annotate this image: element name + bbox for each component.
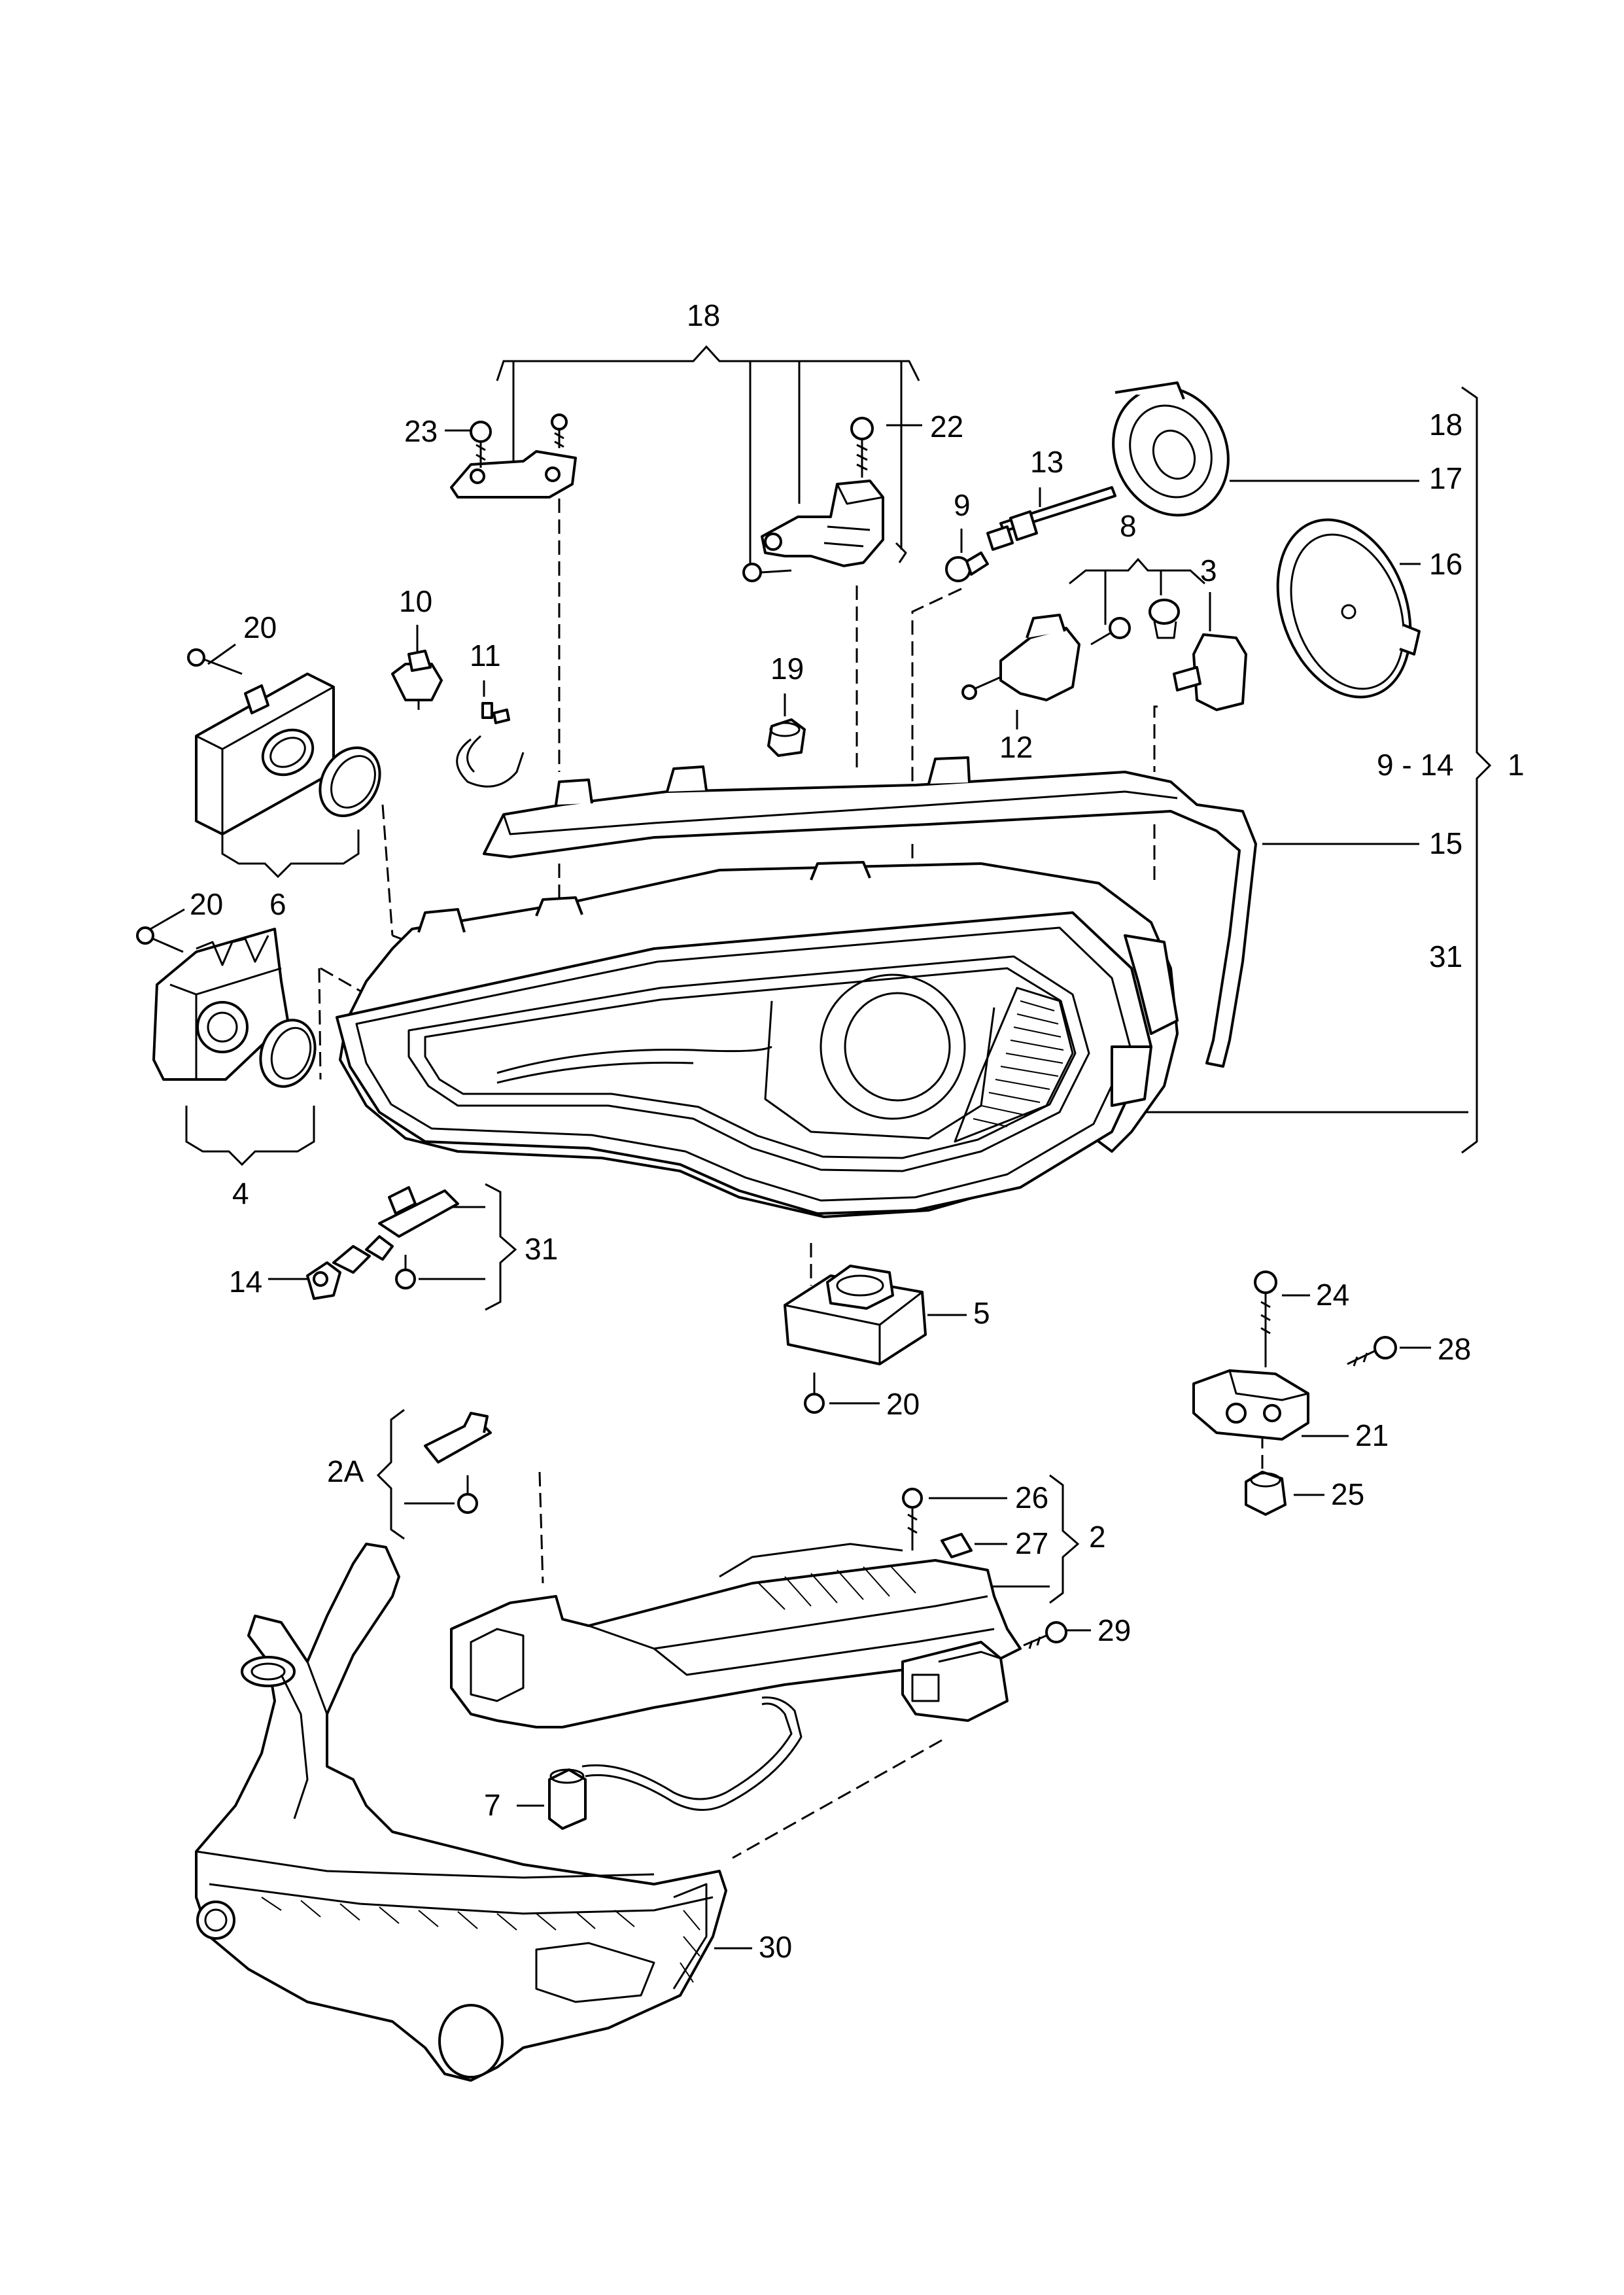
callout-range-9-14: 9 - 14 (1377, 748, 1454, 782)
screw-22 (850, 417, 874, 478)
mounting-bracket-2 (450, 1543, 1022, 1728)
screw-23-a (470, 421, 492, 468)
callout-13: 13 (1030, 445, 1063, 479)
nut-25 (1245, 1471, 1287, 1516)
grommet-8-b (1149, 599, 1180, 639)
callout-8: 8 (1120, 509, 1137, 543)
screw-20-a (187, 648, 243, 675)
bracket-23 (450, 413, 577, 499)
seal-4 (259, 1019, 317, 1088)
callout-16: 16 (1429, 547, 1462, 581)
callout-9: 9 (954, 488, 971, 522)
callout-7: 7 (484, 1788, 501, 1822)
screw-31 (395, 1255, 416, 1289)
callout-20-c: 20 (886, 1387, 920, 1421)
callout-19: 19 (770, 652, 804, 686)
bracket-21 (1192, 1270, 1397, 1516)
callout-18-right: 18 (1429, 408, 1462, 442)
adapter-2A (424, 1412, 492, 1514)
headlight-housing (336, 861, 1179, 1218)
callout-26: 26 (1015, 1480, 1048, 1515)
carrier-30 (195, 1543, 727, 2082)
callout-2A: 2A (327, 1454, 364, 1488)
callout-31-right: 31 (1429, 939, 1462, 973)
screw-24 (1254, 1270, 1277, 1367)
callout-23: 23 (404, 414, 438, 448)
bulb-10 (391, 650, 443, 710)
igniter-3 (1173, 633, 1247, 711)
callout-30: 30 (759, 1930, 792, 1964)
callout-14: 14 (229, 1265, 262, 1299)
callout-12: 12 (999, 730, 1033, 764)
callout-28: 28 (1438, 1332, 1471, 1366)
bracket-22 (742, 417, 907, 582)
gasket-strip-15 (483, 756, 1257, 1068)
callout-31-left: 31 (525, 1232, 558, 1266)
screw-23-b (551, 413, 568, 448)
adjuster-14 (306, 1186, 459, 1300)
callout-29: 29 (1097, 1613, 1131, 1647)
callout-27: 27 (1015, 1526, 1048, 1560)
sensor-7 (548, 1696, 803, 1830)
callout-10: 10 (399, 584, 432, 618)
screw-20-b (136, 926, 184, 953)
clip-11 (456, 702, 525, 788)
leader-lines (150, 345, 1492, 1950)
seal-6 (319, 746, 381, 818)
callout-2: 2 (1089, 1520, 1106, 1554)
screw-2A (457, 1475, 478, 1514)
screw-20-c (804, 1373, 825, 1414)
callout-6: 6 (269, 887, 286, 921)
bulb-9 (945, 552, 989, 582)
cap-17 (1112, 381, 1230, 517)
callout-11: 11 (470, 639, 501, 673)
callout-20-b: 20 (190, 887, 223, 921)
screw-8-a (1090, 617, 1131, 646)
callout-4: 4 (232, 1176, 249, 1210)
callout-20-a: 20 (243, 610, 277, 644)
clip-27 (941, 1533, 973, 1558)
callout-1: 1 (1508, 748, 1525, 782)
control-unit-6 (187, 648, 381, 835)
callout-15: 15 (1429, 826, 1462, 860)
callout-21: 21 (1355, 1418, 1389, 1452)
callout-17: 17 (1429, 461, 1462, 495)
callout-18-top: 18 (687, 298, 720, 332)
control-unit-5 (784, 1265, 927, 1414)
adjusting-screw-13 (986, 486, 1116, 551)
screw-26 (902, 1488, 923, 1550)
screw-18-side (742, 563, 792, 582)
screw-28 (1347, 1336, 1397, 1367)
screw-29 (1023, 1621, 1067, 1649)
callout-25: 25 (1331, 1477, 1364, 1511)
callout-22: 22 (930, 410, 963, 444)
callout-labels: 18 23 22 13 9 8 3 18 17 16 10 11 20 19 1… (190, 298, 1525, 1964)
servo-motor-8 (961, 599, 1180, 701)
cap-19 (767, 718, 806, 757)
cover-16 (1276, 518, 1421, 699)
control-unit-4 (136, 926, 317, 1088)
callout-5: 5 (973, 1296, 990, 1330)
callout-24: 24 (1316, 1278, 1349, 1312)
